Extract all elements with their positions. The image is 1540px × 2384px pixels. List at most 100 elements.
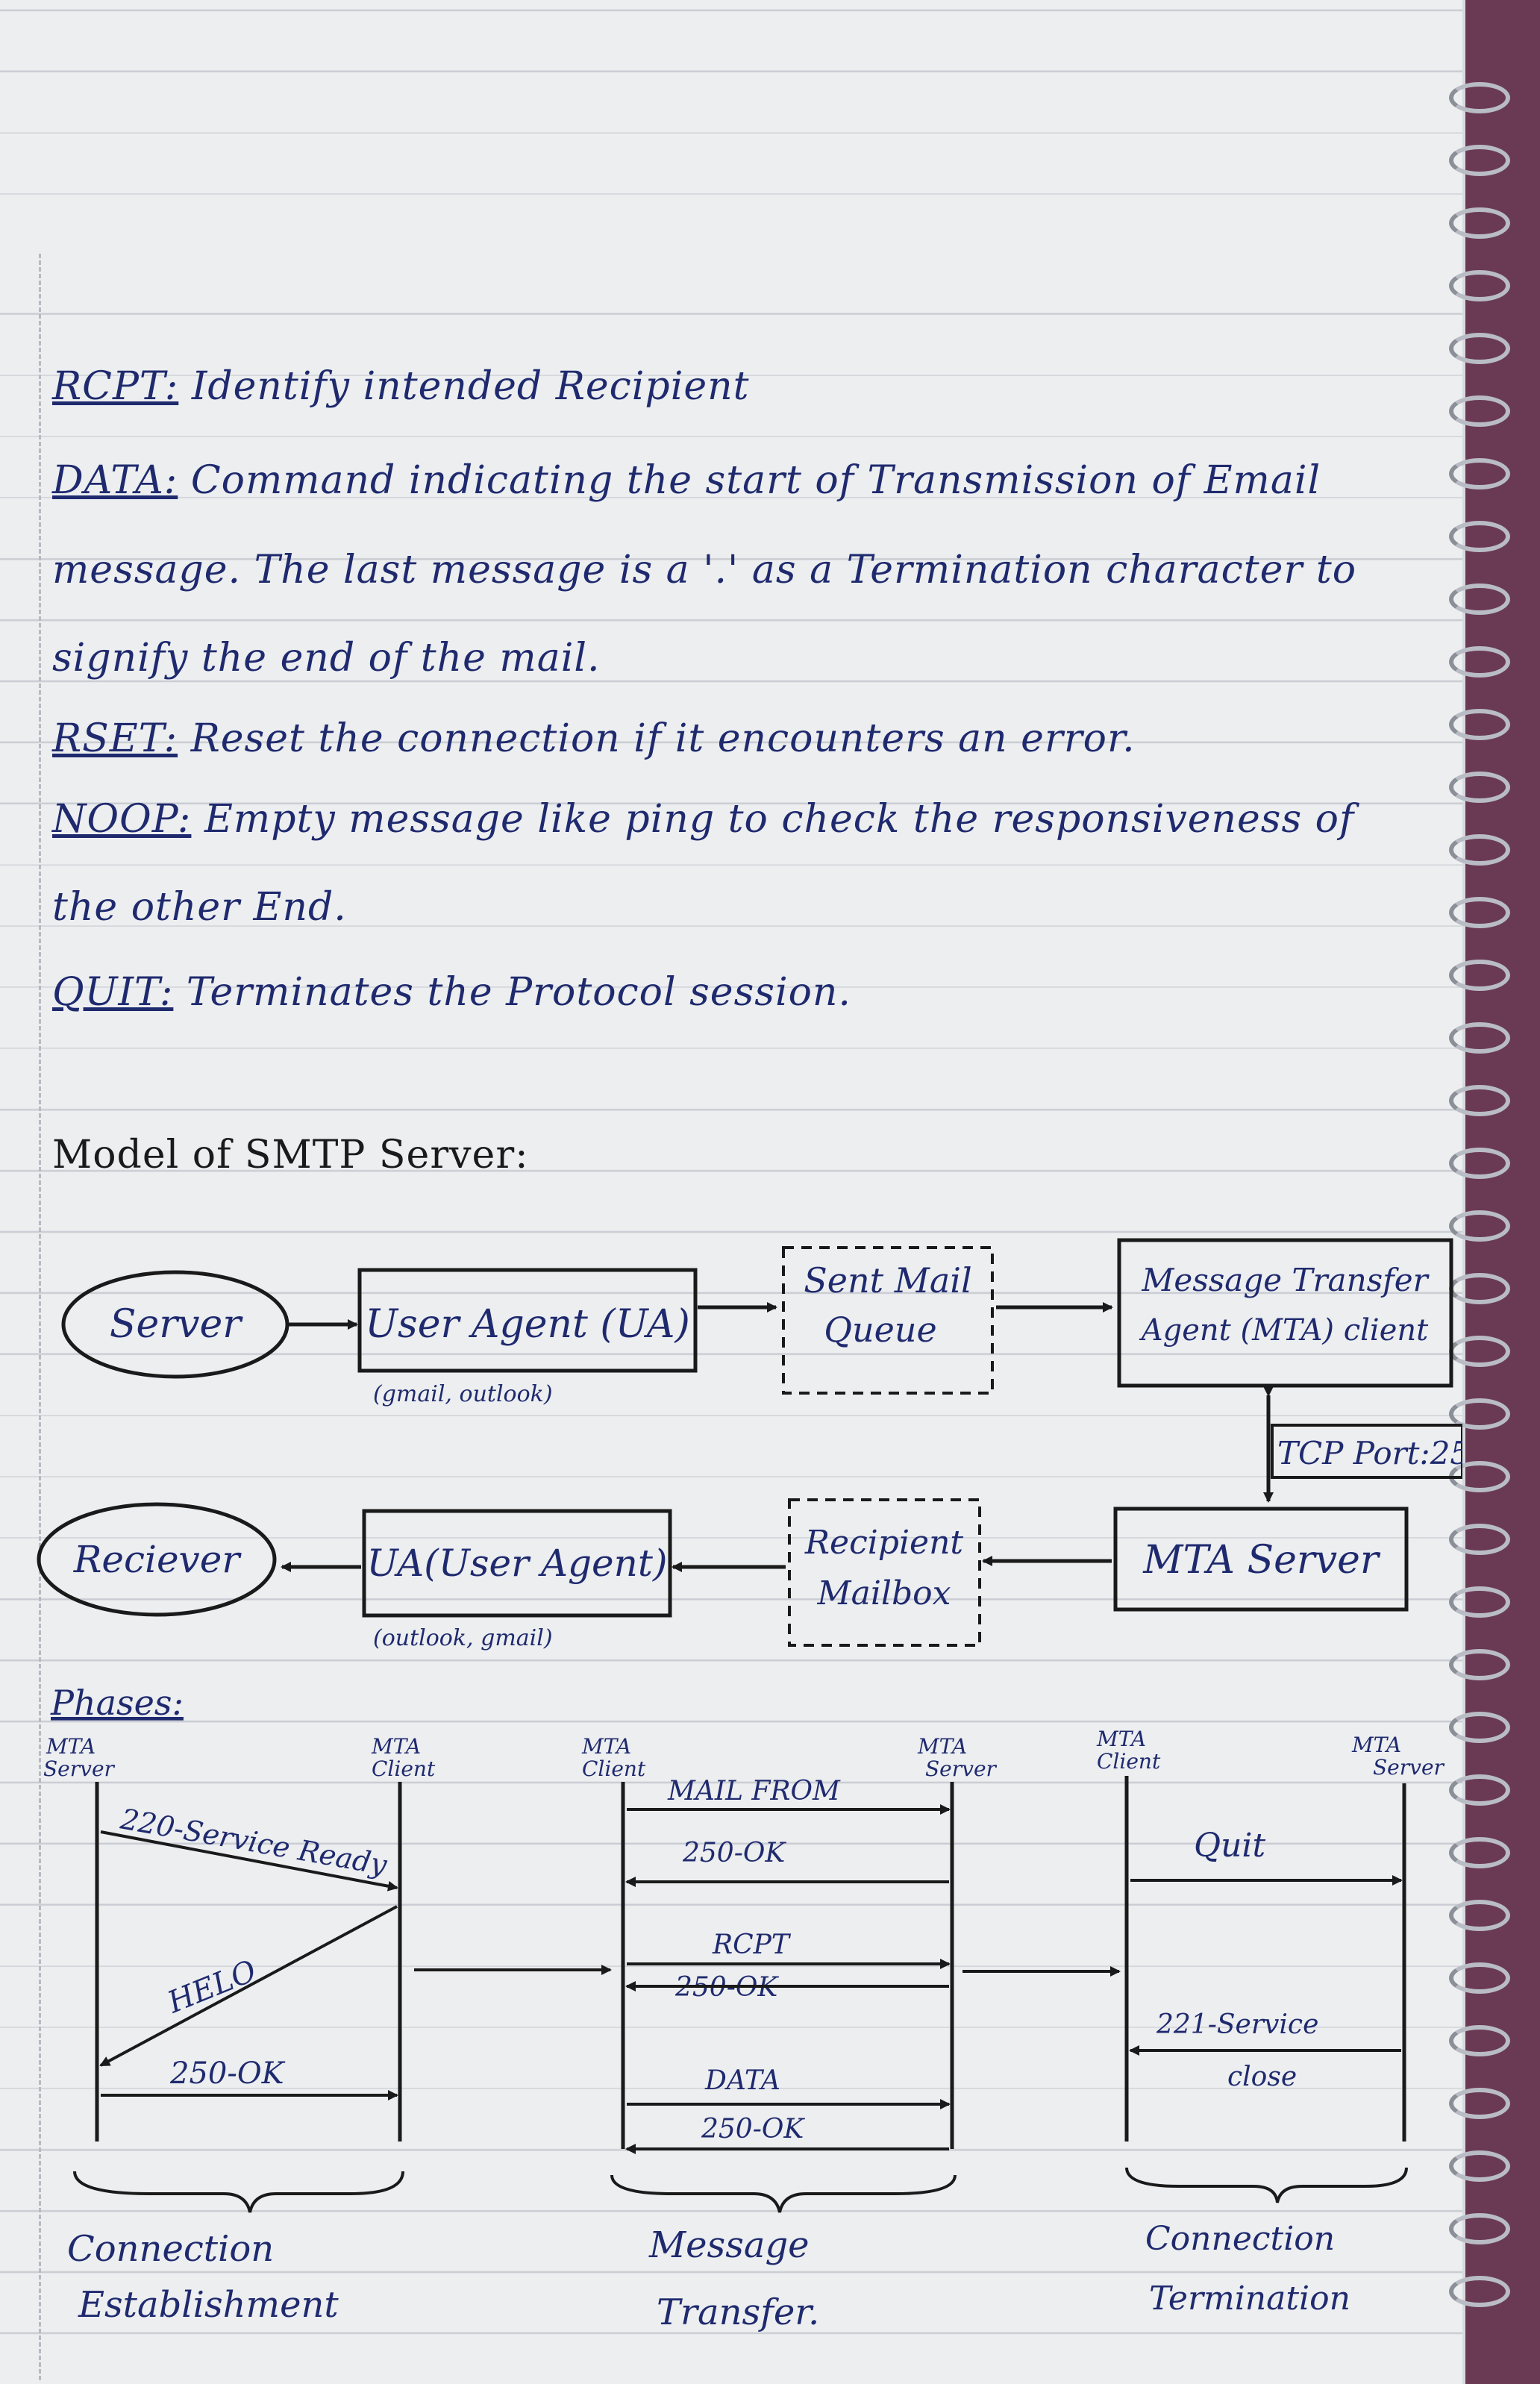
spiral-ring: [1449, 1148, 1510, 1179]
mailbox-label-1: Recipient: [804, 1524, 963, 1562]
desc-rset: Reset the connection if it encounters an…: [190, 716, 1136, 761]
spiral-ring: [1449, 1586, 1510, 1618]
spiral-ring: [1449, 897, 1510, 928]
spiral-ring: [1449, 1649, 1510, 1680]
smtp-model-diagram: Server User Agent (UA) (gmail, outlook) …: [37, 1238, 1462, 1651]
p2-left-1: MTA: [581, 1734, 631, 1759]
smtp-phases-diagram: Phases: MTA Server MTA Client 220-Servic…: [43, 1683, 1445, 2333]
p3-msg-service-1: 221-Service: [1156, 2009, 1318, 2040]
spiral-ring: [1449, 2088, 1510, 2119]
p2-brace: [610, 2174, 957, 2213]
desc-noop-1: Empty message like ping to check the res…: [204, 797, 1355, 842]
ua-receiver-box: [362, 1509, 672, 1618]
spiral-ring: [1449, 834, 1510, 866]
spiral-ring: [1449, 458, 1510, 489]
spiral-ring: [1449, 584, 1510, 615]
notebook-page: [0, 0, 1465, 2384]
ua-receiver-examples: (outlook, gmail): [373, 1625, 553, 1651]
spiral-ring: [1449, 82, 1510, 113]
p3-label-2: Termination: [1149, 2280, 1350, 2318]
server-label: Server: [110, 1302, 243, 1347]
cmd-rset: RSET:: [52, 716, 178, 761]
spiral-ring: [1449, 521, 1510, 552]
p1-arrow-service-ready: [100, 1830, 398, 1892]
p3-msg-quit: Quit: [1194, 1827, 1265, 1865]
spiral-ring: [1449, 1085, 1510, 1116]
p2-left-2: Client: [582, 1756, 646, 1781]
spiral-ring: [1449, 1210, 1510, 1242]
p2-msg-250ok-3: 250-OK: [701, 2114, 805, 2144]
sent-mail-label-2: Queue: [824, 1310, 936, 1350]
mta-client-label-1: Message Transfer: [1141, 1262, 1430, 1298]
spiral-ring: [1449, 395, 1510, 427]
tcp-port-box: [1271, 1424, 1462, 1479]
spiral-ring: [1449, 1837, 1510, 1868]
note-quit: QUIT: Terminates the Protocol session.: [52, 970, 851, 1015]
tcp-port-label: TCP Port:25: [1277, 1435, 1462, 1471]
note-noop-2: the other End.: [52, 885, 347, 930]
p2-label-1: Message: [648, 2224, 810, 2266]
note-rcpt: RCPT: Identify intended Recipient: [52, 364, 750, 409]
p1-left-1: MTA: [46, 1734, 96, 1759]
cmd-rcpt: RCPT:: [52, 364, 179, 409]
desc-rcpt: Identify intended Recipient: [191, 364, 750, 409]
mta-client-label-2: Agent (MTA) client: [1139, 1313, 1429, 1348]
note-data-3: signify the end of the mail.: [52, 636, 601, 681]
receiver-node: [37, 1502, 277, 1617]
p2-right-2: Server: [925, 1756, 998, 1781]
spiral-ring: [1449, 2276, 1510, 2307]
p1-label-2: Establishment: [78, 2284, 339, 2326]
spiral-ring: [1449, 772, 1510, 803]
p3-right-1: MTA: [1351, 1733, 1401, 1757]
p1-label-1: Connection: [67, 2228, 274, 2270]
user-agent-label: User Agent (UA): [365, 1302, 690, 1347]
p3-left-2: Client: [1097, 1749, 1161, 1774]
desc-data-1: Command indicating the start of Transmis…: [190, 458, 1321, 503]
p3-right-2: Server: [1373, 1755, 1445, 1780]
margin-line: [39, 254, 41, 2380]
p3-label-1: Connection: [1145, 2220, 1335, 2258]
model-heading: Model of SMTP Server:: [52, 1133, 529, 1177]
spiral-ring: [1449, 1900, 1510, 1931]
user-agent-box: [357, 1268, 698, 1373]
spiral-binding: [1449, 0, 1533, 2384]
cmd-noop: NOOP:: [52, 797, 192, 842]
desc-quit: Terminates the Protocol session.: [186, 970, 851, 1015]
spiral-ring: [1449, 646, 1510, 678]
mta-server-box: [1113, 1507, 1409, 1612]
cmd-quit: QUIT:: [52, 970, 174, 1015]
spiral-ring: [1449, 960, 1510, 991]
spiral-ring: [1449, 207, 1510, 239]
spiral-ring: [1449, 2213, 1510, 2244]
p1-arrow-helo: [99, 1905, 398, 2067]
spiral-ring: [1449, 145, 1510, 176]
spiral-ring: [1449, 1962, 1510, 1994]
p1-brace: [73, 2171, 404, 2213]
spiral-ring: [1449, 1712, 1510, 1743]
ua-receiver-label: UA(User Agent): [367, 1542, 668, 1585]
spiral-ring: [1449, 1524, 1510, 1555]
p2-msg-rcpt: RCPT: [712, 1930, 792, 1960]
p3-brace: [1125, 2167, 1408, 2203]
recipient-mailbox-box: [788, 1498, 981, 1647]
spiral-ring: [1449, 2025, 1510, 2056]
p2-msg-250ok-1: 250-OK: [682, 1838, 786, 1868]
p1-msg-250ok: 250-OK: [169, 2056, 286, 2091]
spiral-ring: [1449, 1398, 1510, 1430]
p2-right-1: MTA: [917, 1734, 967, 1759]
phases-heading: Phases:: [50, 1683, 184, 1723]
p2-msg-mail-from: MAIL FROM: [667, 1776, 841, 1806]
mta-server-label: MTA Server: [1142, 1538, 1381, 1583]
cmd-data: DATA:: [52, 458, 178, 503]
p1-left-2: Server: [43, 1756, 116, 1781]
p3-msg-service-2: close: [1227, 2062, 1297, 2092]
spiral-ring: [1449, 2150, 1510, 2182]
note-noop-1: NOOP: Empty message like ping to check t…: [52, 797, 1354, 842]
p1-right-1: MTA: [371, 1734, 421, 1759]
p3-left-1: MTA: [1096, 1727, 1146, 1751]
sent-mail-queue-box: [782, 1246, 994, 1395]
p1-msg-helo: HELO: [163, 1953, 262, 2020]
p2-msg-data: DATA: [704, 2065, 780, 2096]
spiral-ring: [1449, 333, 1510, 364]
spiral-ring: [1449, 270, 1510, 301]
